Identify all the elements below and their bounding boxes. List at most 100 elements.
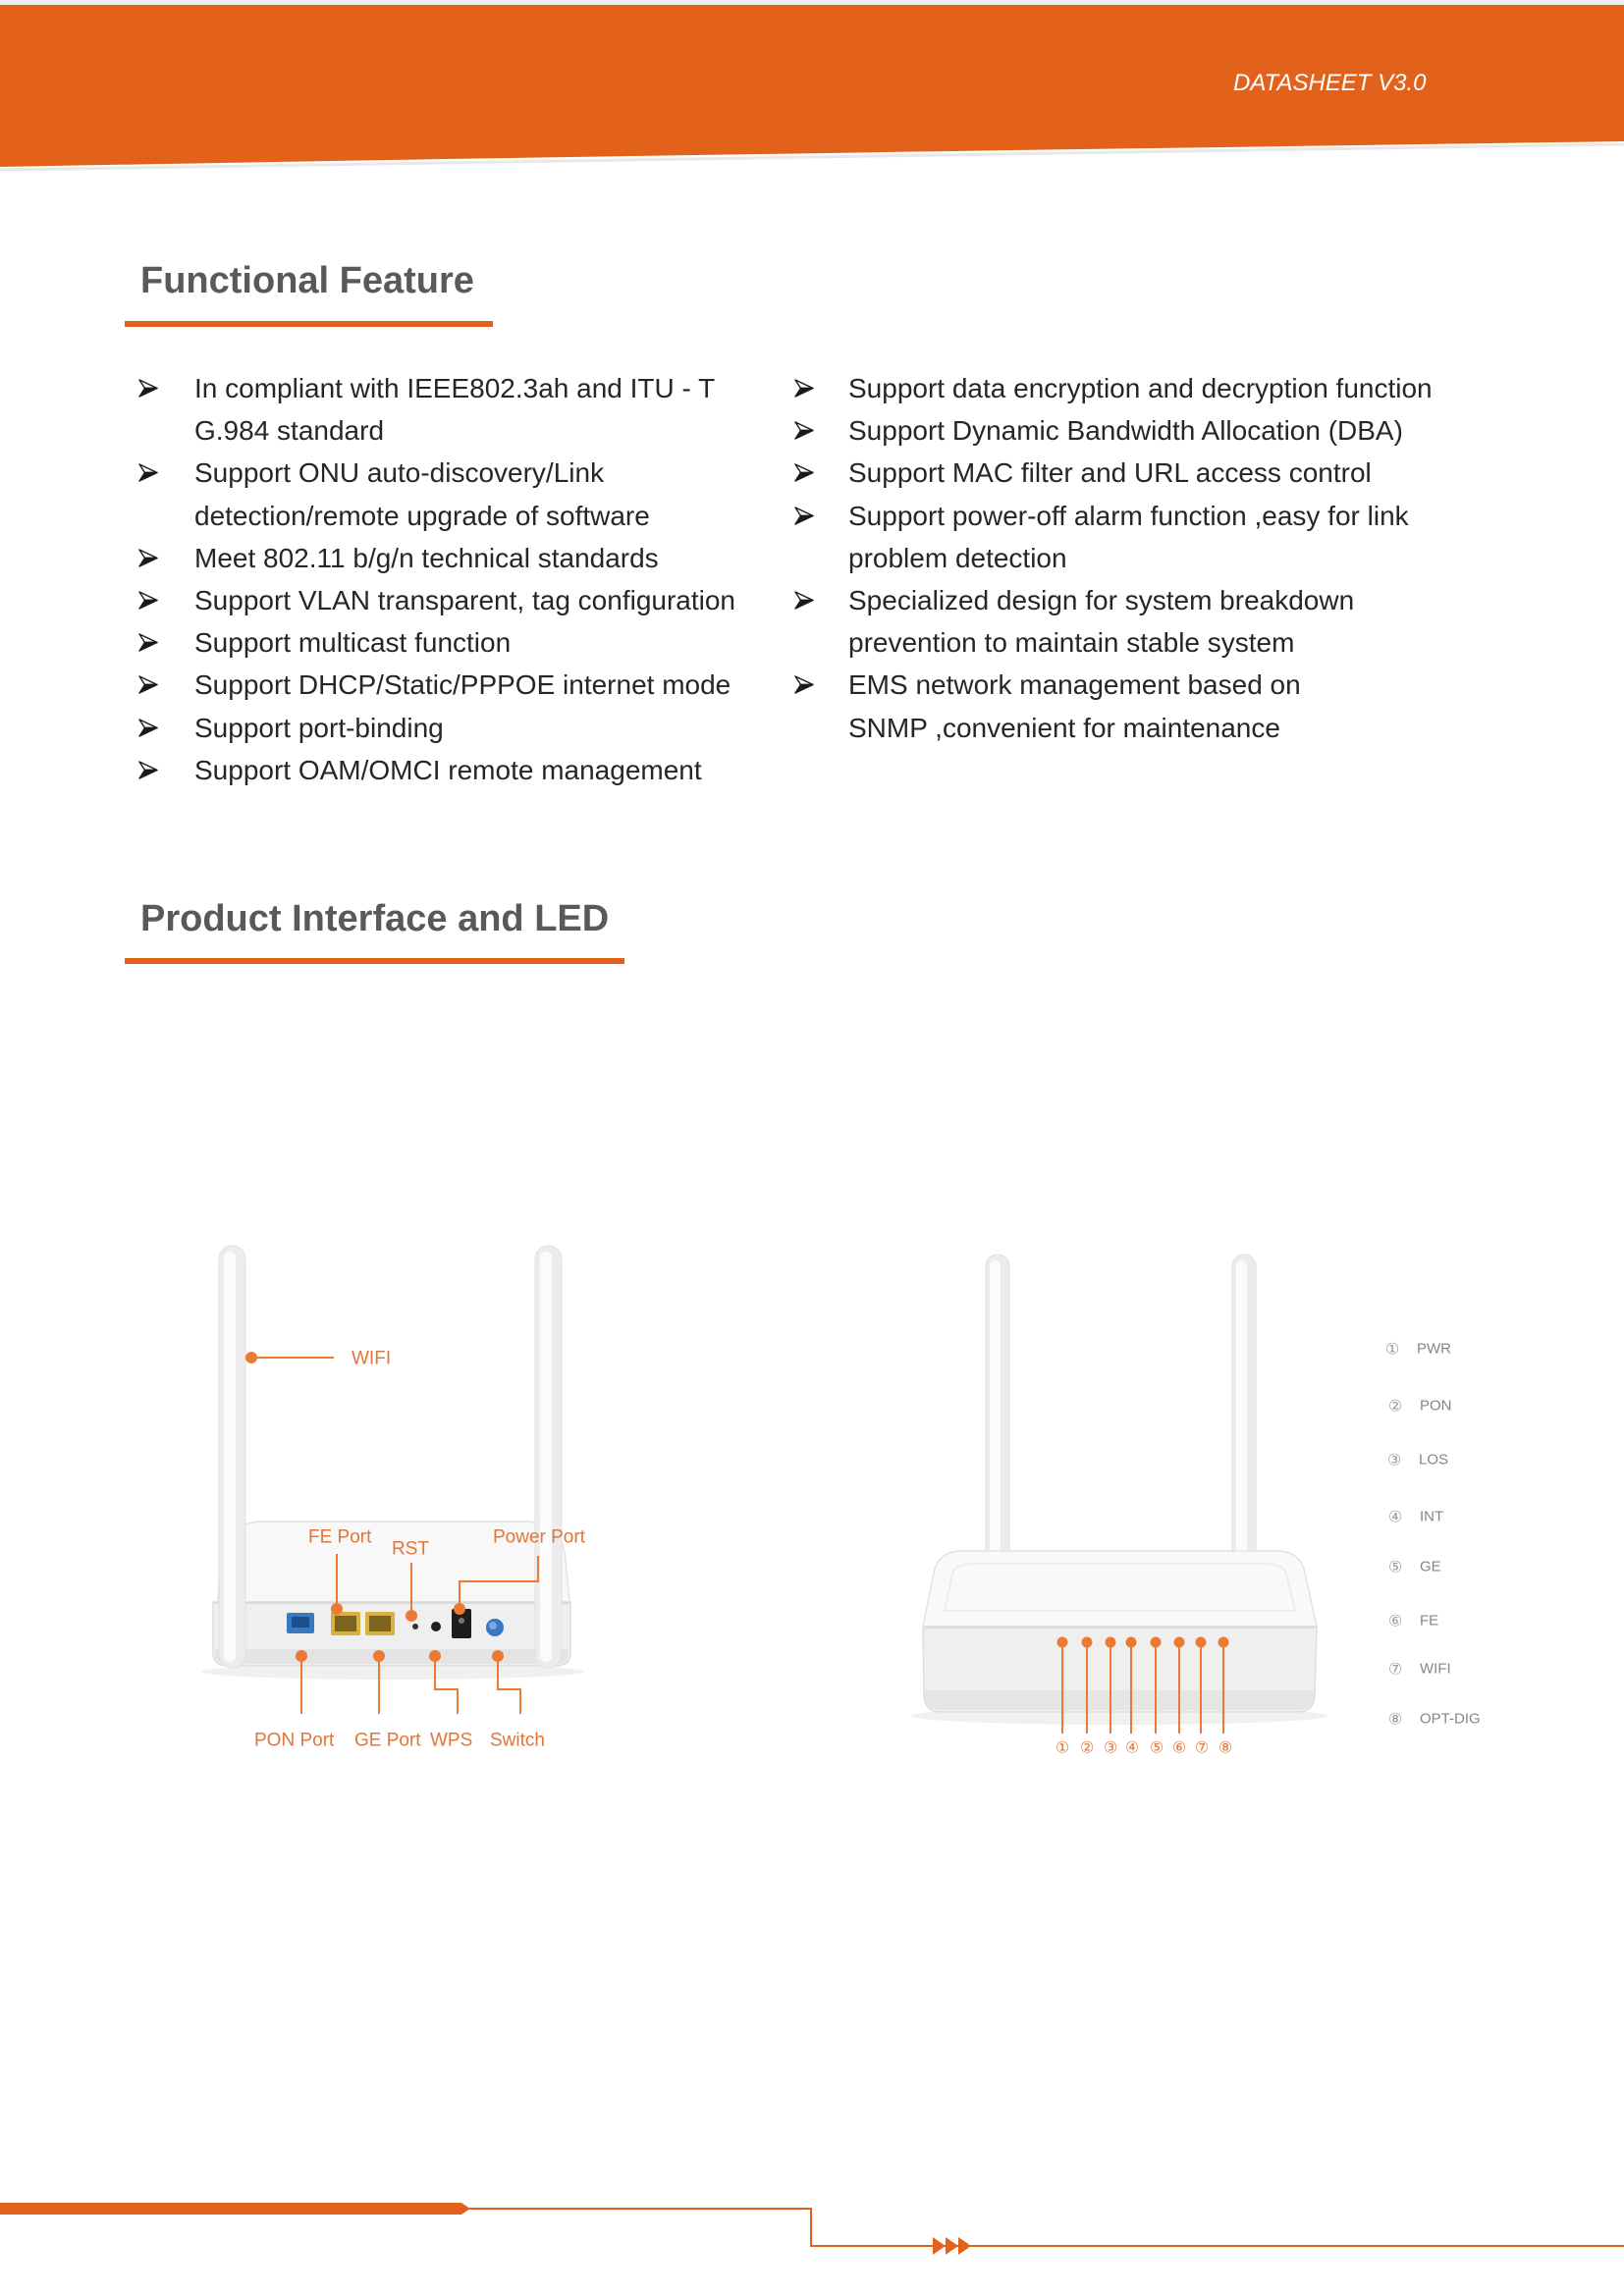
led-marker-4	[1125, 1636, 1137, 1648]
feature-list-right: Support data encryption and decryption f…	[794, 367, 1433, 749]
antenna-left	[985, 1254, 1010, 1562]
led-marker-7	[1195, 1636, 1207, 1648]
label-wifi: WIFI	[352, 1349, 391, 1369]
arrowhead-bullet-icon	[794, 379, 814, 398]
svg-text:⑥: ⑥	[1388, 1612, 1402, 1630]
feature-item: Support MAC filter and URL access contro…	[794, 452, 1433, 494]
router-front-view: ① ② ③ ④ ⑤ ⑥ ⑦ ⑧	[911, 1254, 1327, 1757]
feature-item: EMS network management based on SNMP ,co…	[794, 664, 1433, 748]
feature-text: Support power-off alarm function ,easy f…	[848, 500, 1409, 531]
svg-text:LOS: LOS	[1419, 1452, 1448, 1468]
svg-text:INT: INT	[1420, 1509, 1443, 1525]
header-band	[0, 0, 1624, 172]
led-number: ⑥	[1172, 1738, 1186, 1757]
svg-text:WIFI: WIFI	[1420, 1661, 1451, 1678]
label-power-port: Power Port	[493, 1527, 586, 1548]
arrowhead-bullet-icon	[138, 761, 158, 779]
legend-item-pon: ② PON	[1388, 1397, 1452, 1415]
arrowhead-bullet-icon	[794, 463, 814, 482]
feature-text: Support DHCP/Static/PPPOE internet mode	[194, 669, 731, 701]
svg-text:②: ②	[1388, 1397, 1402, 1415]
feature-item: Support multicast function	[138, 621, 735, 664]
antenna-right	[534, 1245, 563, 1669]
led-number: ②	[1080, 1738, 1094, 1757]
feature-text: Support data encryption and decryption f…	[848, 373, 1433, 403]
svg-text:FE: FE	[1420, 1613, 1438, 1629]
arrowhead-bullet-icon	[138, 549, 158, 567]
feature-text: EMS network management based on	[848, 669, 1301, 701]
feature-item: Support Dynamic Bandwidth Allocation (DB…	[794, 409, 1433, 452]
feature-item: Specialized design for system breakdown …	[794, 579, 1433, 664]
antenna-left	[218, 1245, 246, 1669]
led-number: ④	[1125, 1738, 1139, 1757]
rst-hole	[412, 1624, 418, 1629]
feature-text: Meet 802.11 b/g/n technical standards	[194, 542, 659, 573]
feature-item: Support ONU auto-discovery/Link detectio…	[138, 452, 735, 536]
legend-item-los: ③ LOS	[1387, 1451, 1448, 1469]
feature-text: Support MAC filter and URL access contro…	[848, 457, 1372, 489]
label-rst: RST	[392, 1539, 429, 1560]
svg-text:OPT-DIG: OPT-DIG	[1420, 1711, 1481, 1728]
label-ge-port: GE Port	[354, 1731, 421, 1751]
svg-text:①: ①	[1385, 1340, 1399, 1359]
feature-item: Support data encryption and decryption f…	[794, 367, 1433, 409]
feature-item: Support OAM/OMCI remote management	[138, 749, 735, 791]
feature-item: Support port-binding	[138, 707, 735, 749]
callout-lines	[251, 1357, 539, 1714]
power-port-socket	[452, 1609, 471, 1638]
legend-item-pwr: ① PWR	[1385, 1340, 1451, 1359]
led-callout-lines	[1061, 1642, 1224, 1734]
arrowhead-bullet-icon	[138, 591, 158, 610]
feature-list-left: In compliant with IEEE802.3ah and ITU - …	[138, 367, 735, 791]
wps-button	[431, 1622, 441, 1631]
led-marker-2	[1081, 1636, 1093, 1648]
svg-text:⑧: ⑧	[1388, 1710, 1402, 1729]
svg-text:⑤: ⑤	[1388, 1558, 1402, 1576]
led-number: ③	[1104, 1738, 1117, 1757]
arrowhead-bullet-icon	[794, 507, 814, 525]
legend-item-wifi: ⑦ WIFI	[1388, 1660, 1451, 1679]
ge-port-socket	[365, 1612, 395, 1635]
arrowhead-bullet-icon	[794, 675, 814, 694]
label-fe-port: FE Port	[308, 1527, 372, 1548]
led-marker-3	[1105, 1636, 1116, 1648]
feature-text: Specialized design for system breakdown	[848, 585, 1355, 616]
power-switch	[486, 1619, 504, 1636]
label-switch: Switch	[490, 1731, 545, 1751]
footer-rule	[0, 2203, 1624, 2247]
feature-text: Support VLAN transparent, tag configurat…	[194, 585, 736, 616]
feature-text: Support port-binding	[194, 712, 444, 743]
feature-text: problem detection	[848, 542, 1067, 573]
feature-text: G.984 standard	[194, 415, 385, 447]
legend-item-int: ④ INT	[1388, 1508, 1443, 1526]
label-wps: WPS	[430, 1731, 472, 1751]
feature-text: prevention to maintain stable system	[848, 627, 1295, 659]
fe-port-socket	[331, 1612, 360, 1635]
arrowhead-bullet-icon	[138, 379, 158, 398]
svg-text:④: ④	[1388, 1508, 1402, 1526]
led-number: ⑦	[1195, 1738, 1209, 1757]
feature-text: detection/remote upgrade of software	[194, 500, 650, 531]
feature-text: Support Dynamic Bandwidth Allocation (DB…	[848, 415, 1403, 447]
arrowhead-bullet-icon	[794, 591, 814, 610]
arrowhead-bullet-icon	[138, 675, 158, 694]
triple-arrow-icon	[933, 2237, 971, 2255]
feature-text: SNMP ,convenient for maintenance	[848, 712, 1280, 743]
feature-item: Support DHCP/Static/PPPOE internet mode	[138, 664, 735, 706]
svg-text:③: ③	[1387, 1451, 1401, 1469]
led-marker-5	[1150, 1636, 1162, 1648]
datasheet-version-label: DATASHEET V3.0	[1233, 70, 1427, 96]
svg-text:PWR: PWR	[1417, 1341, 1451, 1358]
pon-port-socket	[287, 1613, 314, 1633]
svg-text:GE: GE	[1420, 1559, 1441, 1575]
feature-text: Support ONU auto-discovery/Link	[194, 457, 605, 489]
led-number: ⑤	[1150, 1738, 1164, 1757]
legend-item-fe: ⑥ FE	[1388, 1612, 1438, 1630]
led-marker-8	[1218, 1636, 1229, 1648]
feature-item: In compliant with IEEE802.3ah and ITU - …	[138, 367, 735, 452]
led-marker-6	[1173, 1636, 1185, 1648]
router-rear-view: WIFI FE Port RST Power Port PON Port GE …	[201, 1245, 586, 1751]
arrowhead-bullet-icon	[794, 421, 814, 440]
callout-dots	[245, 1352, 504, 1662]
